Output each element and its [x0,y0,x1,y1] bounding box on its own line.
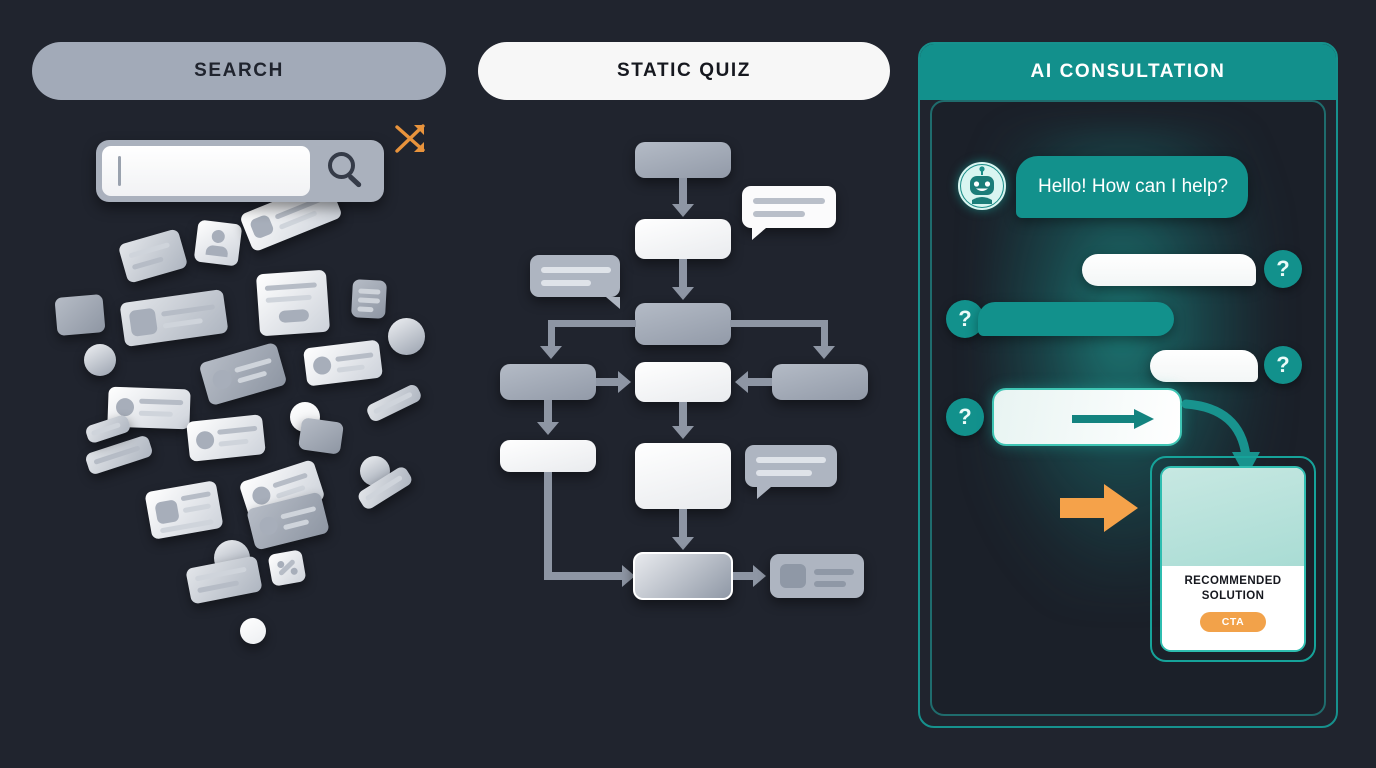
flow-connector [679,259,687,289]
result-card [351,279,387,319]
flow-node [772,364,868,400]
flow-node [635,142,731,178]
flow-arrowhead [618,371,631,393]
question-badge: ? [1264,346,1302,384]
search-input[interactable] [102,146,310,196]
flow-connector [730,320,828,327]
flow-connector [821,320,828,348]
question-badge-label: ? [1276,256,1290,281]
flow-connector [548,320,636,327]
flow-node-decision [635,303,731,345]
flow-connector [548,320,555,348]
flow-node-final [633,552,733,600]
result-card [186,414,266,462]
flow-node [500,440,596,472]
result-card [117,228,189,284]
text-caret [118,156,121,186]
result-card [255,269,331,337]
result-dot [240,618,266,644]
question-badge: ? [1264,250,1302,288]
result-dot [388,318,425,355]
solution-title-line-1: RECOMMENDED [1184,575,1282,588]
flow-arrowhead [672,287,694,300]
chat-bubble-bot [978,302,1174,336]
flow-node [635,219,731,259]
flow-connector [748,378,772,386]
flow-speech-bubble [745,445,837,499]
chat-bubble-user [1150,350,1258,382]
search-bar[interactable] [96,140,384,202]
robot-avatar-icon [958,162,1006,210]
ai-chat-area: Hello! How can I help? ? ? ? ? [930,100,1326,716]
ai-panel-title: AI CONSULTATION [1030,61,1226,82]
flow-connector [733,572,755,580]
solution-card-body: RECOMMENDED SOLUTION CTA [1162,566,1304,650]
result-card [198,341,288,407]
scattered-results-cloud [0,0,460,768]
ai-consultation-panel: AI CONSULTATION Hello! How can [918,42,1338,728]
question-badge-label: ? [958,306,972,331]
flow-arrowhead [735,371,748,393]
recommended-solution-card[interactable]: RECOMMENDED SOLUTION CTA [1160,466,1306,652]
flow-arrowhead [537,422,559,435]
result-card [119,288,229,348]
flow-node [635,443,731,509]
right-arrow-icon [1072,409,1154,429]
shuffle-icon [390,118,432,160]
result-dot [84,344,116,376]
result-card-broken [267,549,307,587]
flow-connector [596,378,620,386]
cta-button[interactable]: CTA [1199,611,1267,632]
flow-arrowhead [813,346,835,359]
solution-card-title: RECOMMENDED SOLUTION [1162,574,1304,604]
search-panel: SEARCH [0,0,460,768]
recommended-solution-frame: RECOMMENDED SOLUTION CTA [1150,456,1316,662]
result-card [185,555,263,605]
result-card [144,480,224,540]
flow-connector [679,509,687,539]
flow-speech-bubble [742,186,836,240]
chat-bubble-greeting: Hello! How can I help? [1016,156,1248,218]
flow-output-card [770,554,864,598]
solution-title-line-2: SOLUTION [1201,590,1265,603]
curved-arrow-icon [1181,399,1260,478]
flow-speech-bubble [530,255,620,309]
flow-connector [544,572,624,580]
quiz-panel-header: STATIC QUIZ [478,42,890,100]
question-badge-label: ? [1276,352,1290,377]
result-card [54,293,106,337]
highlight-arrow-icon [1060,484,1138,532]
result-card [302,339,384,387]
chat-bubble-user [1082,254,1256,286]
result-card [193,219,243,267]
result-card [364,382,424,424]
result-card [84,413,132,445]
question-badge-label: ? [958,404,972,429]
flow-arrowhead [672,537,694,550]
flow-arrowhead [753,565,766,587]
chat-bubble-action[interactable] [992,388,1182,446]
flow-connector [679,402,687,428]
magnifier-icon[interactable] [328,152,366,190]
search-panel-header: SEARCH [32,42,446,100]
flow-connector [679,178,687,206]
ai-panel-header: AI CONSULTATION [920,44,1336,100]
flow-arrowhead [622,565,635,587]
flow-arrowhead [672,426,694,439]
result-card [297,417,345,455]
flow-connector [544,400,552,424]
flow-arrowhead [540,346,562,359]
chat-bubble-greeting-text: Hello! How can I help? [1038,176,1229,197]
flow-node [500,364,596,400]
flow-connector [544,472,552,576]
quiz-panel: STATIC QUIZ [460,0,910,768]
flow-node [635,362,731,402]
solution-card-image [1162,468,1304,567]
question-badge: ? [946,398,984,436]
question-badge: ? [946,300,984,338]
flow-arrowhead [672,204,694,217]
